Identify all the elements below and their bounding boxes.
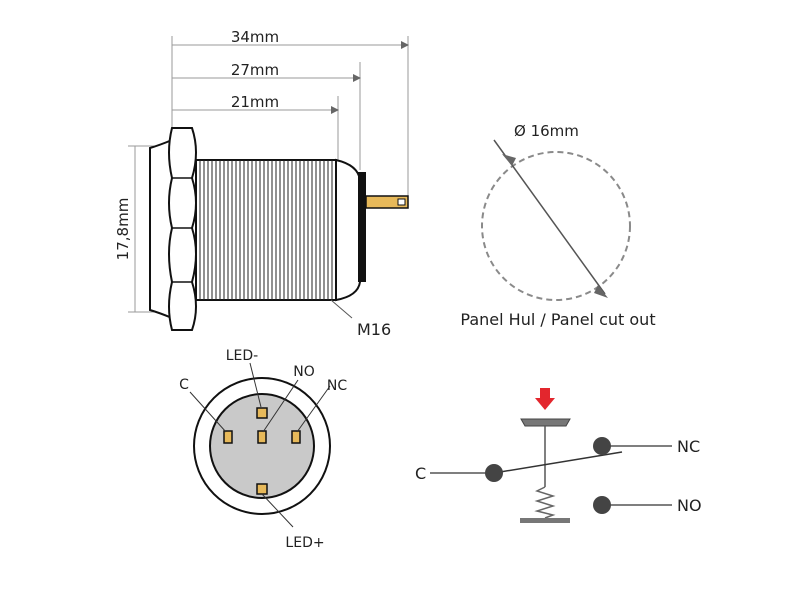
thread-label: M16 [357, 320, 391, 339]
schematic-c-label: C [415, 464, 426, 483]
pin-nc-label: NC [327, 378, 347, 394]
pin-c-label: C [179, 377, 189, 393]
panel-caption: Panel Hul / Panel cut out [460, 310, 655, 329]
dim-21mm: 21mm [231, 93, 279, 111]
pinout-view [189, 362, 331, 528]
panel-diameter-label: Ø 16mm [514, 122, 579, 140]
pin-led-minus-label: LED- [226, 348, 258, 364]
pin-led-plus-label: LED+ [285, 535, 324, 551]
dim-height: 17,8mm [114, 198, 132, 261]
pin-no-label: NO [293, 364, 315, 380]
switch-side-view [149, 127, 409, 331]
dim-34mm: 34mm [231, 28, 279, 46]
schematic-no-label: NO [677, 496, 702, 515]
panel-cutout [481, 139, 631, 301]
schematic-nc-label: NC [677, 437, 700, 456]
dimension-lines [128, 36, 409, 313]
switch-schematic [430, 388, 672, 523]
dim-27mm: 27mm [231, 61, 279, 79]
